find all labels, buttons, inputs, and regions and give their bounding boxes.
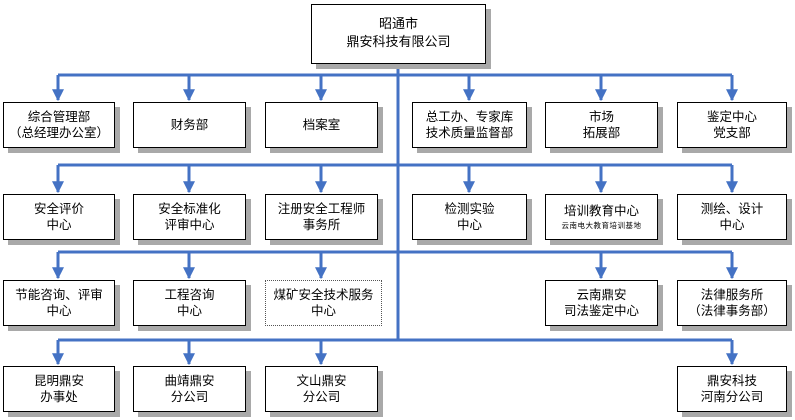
office-kunming: 昆明鼎安 办事处 <box>3 366 115 412</box>
center-coal-mine-safety-service-line1: 煤矿安全技术服务 <box>273 287 374 302</box>
branch-qujing: 曲靖鼎安 分公司 <box>133 366 246 412</box>
dept-general-management-line1: 综合管理部 <box>27 109 91 124</box>
center-safety-evaluation: 安全评价 中心 <box>3 194 115 240</box>
office-legal-services-line1: 法律服务所 <box>700 287 764 302</box>
center-survey-design-line1: 测绘、设计 <box>700 201 764 216</box>
branch-wenshan: 文山鼎安 分公司 <box>265 366 378 412</box>
center-safety-standardization: 安全标准化 评审中心 <box>133 194 246 240</box>
office-registered-safety-engineer-line1: 注册安全工程师 <box>277 201 366 216</box>
root-company-box: 昭通市 鼎安科技有限公司 <box>311 4 486 64</box>
dept-finance-line1: 财务部 <box>170 117 209 132</box>
office-legal-services-line2: （法律事务部） <box>688 303 776 318</box>
dept-general-management-line2: （总经理办公室） <box>8 125 109 140</box>
dept-chief-engineer-office: 总工办、专家库 技术质量监督部 <box>412 102 527 148</box>
center-energy-saving-consulting: 节能咨询、评审 中心 <box>3 280 115 326</box>
office-registered-safety-engineer: 注册安全工程师 事务所 <box>265 194 378 240</box>
branch-henan-line1: 鼎安科技 <box>706 373 757 388</box>
dept-market-expansion: 市场 拓展部 <box>545 102 658 148</box>
center-training-education-line2: 云南电大教育培训基地 <box>561 221 642 230</box>
branch-henan: 鼎安科技 河南分公司 <box>677 366 787 412</box>
center-energy-saving-consulting-line1: 节能咨询、评审 <box>15 287 103 302</box>
dept-market-expansion-line2: 拓展部 <box>582 125 621 140</box>
office-legal-services: 法律服务所 （法律事务部） <box>677 280 787 326</box>
center-training-education-line1: 培训教育中心 <box>563 203 639 218</box>
center-survey-design: 测绘、设计 中心 <box>677 194 787 240</box>
center-coal-mine-safety-service-line2: 中心 <box>310 303 336 318</box>
dept-archives-line1: 档案室 <box>302 117 341 132</box>
dept-market-expansion-line1: 市场 <box>588 109 614 124</box>
center-safety-standardization-line2: 评审中心 <box>164 217 215 232</box>
center-engineering-consulting-line1: 工程咨询 <box>164 287 215 302</box>
center-judicial-appraisal-line2: 司法鉴定中心 <box>563 303 639 318</box>
dept-archives: 档案室 <box>265 102 378 148</box>
center-energy-saving-consulting-line2: 中心 <box>46 303 72 318</box>
branch-qujing-line2: 分公司 <box>170 389 209 404</box>
center-testing-lab-line2: 中心 <box>456 217 482 232</box>
dept-appraisal-party-branch: 鉴定中心 党支部 <box>677 102 787 148</box>
dept-appraisal-party-branch-line2: 党支部 <box>713 125 751 140</box>
center-safety-standardization-line1: 安全标准化 <box>158 201 221 216</box>
dept-general-management: 综合管理部 （总经理办公室） <box>3 102 115 148</box>
center-survey-design-line2: 中心 <box>719 217 745 232</box>
branch-qujing-line1: 曲靖鼎安 <box>164 373 215 388</box>
dept-appraisal-party-branch-line1: 鉴定中心 <box>706 109 757 124</box>
dept-finance: 财务部 <box>133 102 246 148</box>
branch-henan-line2: 河南分公司 <box>700 389 764 404</box>
center-safety-evaluation-line2: 中心 <box>46 217 72 232</box>
root-line1: 昭通市 <box>378 17 418 32</box>
center-judicial-appraisal: 云南鼎安 司法鉴定中心 <box>545 280 658 326</box>
dept-chief-engineer-office-line2: 技术质量监督部 <box>425 125 514 140</box>
center-judicial-appraisal-line1: 云南鼎安 <box>576 287 627 302</box>
dept-chief-engineer-office-line1: 总工办、专家库 <box>425 109 514 124</box>
office-kunming-line1: 昆明鼎安 <box>33 373 84 388</box>
center-coal-mine-safety-service: 煤矿安全技术服务 中心 <box>265 280 382 326</box>
branch-wenshan-line2: 分公司 <box>302 389 341 404</box>
center-training-education: 培训教育中心 云南电大教育培训基地 <box>545 194 658 240</box>
office-registered-safety-engineer-line2: 事务所 <box>302 217 341 232</box>
center-engineering-consulting-line2: 中心 <box>176 303 202 318</box>
center-safety-evaluation-line1: 安全评价 <box>33 201 84 216</box>
office-kunming-line2: 办事处 <box>40 389 78 404</box>
root-line2: 鼎安科技有限公司 <box>346 35 451 50</box>
branch-wenshan-line1: 文山鼎安 <box>296 373 347 388</box>
center-testing-lab: 检测实验 中心 <box>412 194 527 240</box>
center-engineering-consulting: 工程咨询 中心 <box>133 280 246 326</box>
center-testing-lab-line1: 检测实验 <box>444 201 495 216</box>
